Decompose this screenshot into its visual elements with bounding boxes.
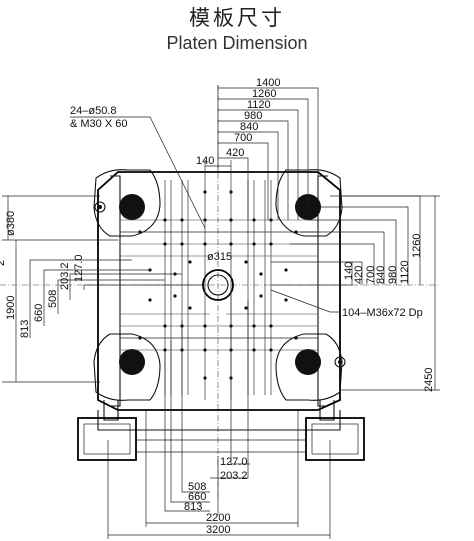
mount-holes-leader	[270, 289, 340, 313]
bottom-dim-2200: 2200	[206, 512, 230, 524]
bottom-dim-508: 508	[188, 481, 206, 493]
top-dimension-lines	[205, 85, 319, 220]
top-dim-1120: 1120	[247, 99, 271, 111]
top-dim-840: 840	[240, 121, 258, 133]
tie-bar-bottom-right	[295, 349, 321, 375]
top-dim-980: 980	[244, 110, 262, 122]
title-chinese: 模板尺寸	[189, 6, 285, 30]
left-dim-127: 127.0	[73, 254, 85, 282]
bottom-dimension-lines	[107, 290, 331, 539]
tie-bar-bottom-left	[119, 349, 145, 375]
right-dim-2450: 2450	[423, 368, 435, 392]
center-hole-label: ø315	[207, 251, 232, 263]
right-dim-1120: 1120	[399, 260, 411, 284]
left-dim-203: 203.2	[59, 262, 71, 290]
title-english: Platen Dimension	[166, 33, 308, 53]
slot-rows	[120, 219, 318, 351]
bottom-dim-660: 660	[188, 491, 206, 503]
top-dim-420: 420	[226, 147, 244, 159]
right-dim-1260: 1260	[411, 234, 423, 258]
tie-bar-holes-label: 24–ø50.8	[70, 105, 116, 117]
top-dim-1260: 1260	[252, 88, 276, 100]
machine-base	[77, 400, 365, 461]
top-dim-140: 140	[196, 155, 214, 167]
top-dim-700: 700	[234, 132, 252, 144]
left-dim-1900: 1900	[5, 296, 17, 320]
tie-bar-thread-label: & M30 X 60	[70, 118, 127, 130]
tie-bar-top-left	[119, 194, 145, 220]
top-dim-1400: 1400	[256, 77, 280, 89]
corner-hole-right	[334, 356, 346, 368]
bottom-dim-813: 813	[184, 501, 202, 513]
left-dim-partial: 2	[0, 260, 7, 266]
right-dimension-lines	[271, 195, 440, 391]
tie-bar-callout-leader	[70, 116, 206, 229]
right-dim-980: 980	[387, 266, 399, 284]
right-dim-700: 700	[365, 266, 377, 284]
bottom-dim-127: 127.0	[220, 456, 248, 468]
bottom-dim-3200: 3200	[206, 524, 230, 536]
bottom-dim-203: 203.2	[220, 470, 248, 482]
left-dim-380: ø380	[5, 211, 17, 236]
left-dim-660: 660	[33, 304, 45, 322]
tie-bar-bosses	[93, 169, 343, 401]
mount-holes-label: 104–M36x72 Dp	[342, 307, 423, 319]
left-dimension-lines	[2, 195, 205, 383]
corner-hole-left	[94, 201, 106, 213]
right-dim-140: 140	[343, 262, 355, 280]
left-dim-813: 813	[19, 320, 31, 338]
left-dim-508: 508	[47, 290, 59, 308]
right-dim-840: 840	[375, 266, 387, 284]
right-dim-420: 420	[353, 266, 365, 284]
